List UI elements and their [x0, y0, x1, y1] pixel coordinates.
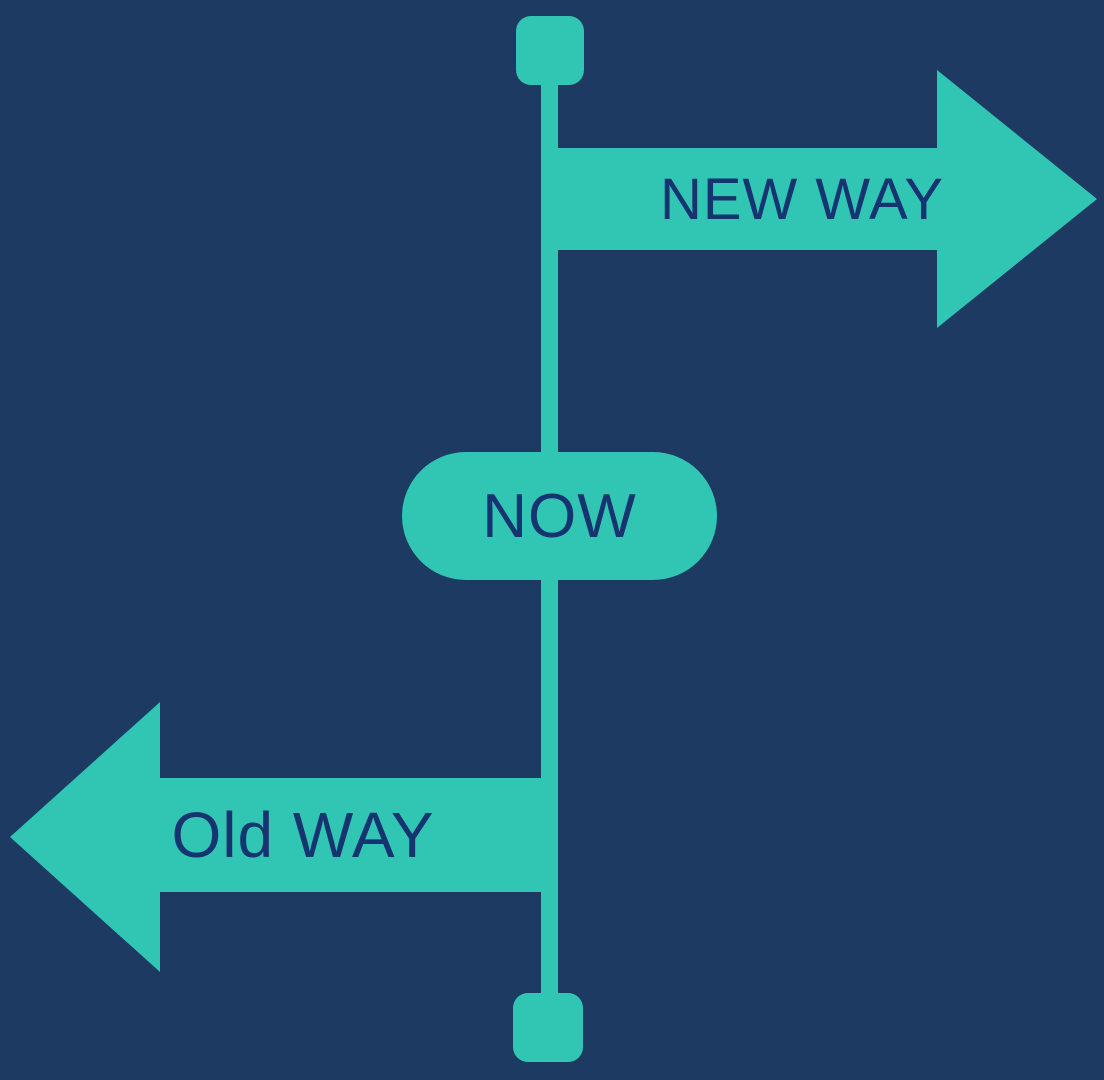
pole-bottom-cap: [513, 993, 583, 1062]
now-label: NOW: [482, 481, 637, 551]
old-way-arrow-shaft: [160, 778, 558, 892]
new-way-arrow-shaft: [541, 148, 938, 250]
old-way-label: Old WAY: [171, 799, 435, 871]
pole-top-cap: [516, 16, 584, 85]
new-way-label: NEW WAY: [659, 166, 945, 232]
now-badge: NOW: [402, 452, 717, 580]
